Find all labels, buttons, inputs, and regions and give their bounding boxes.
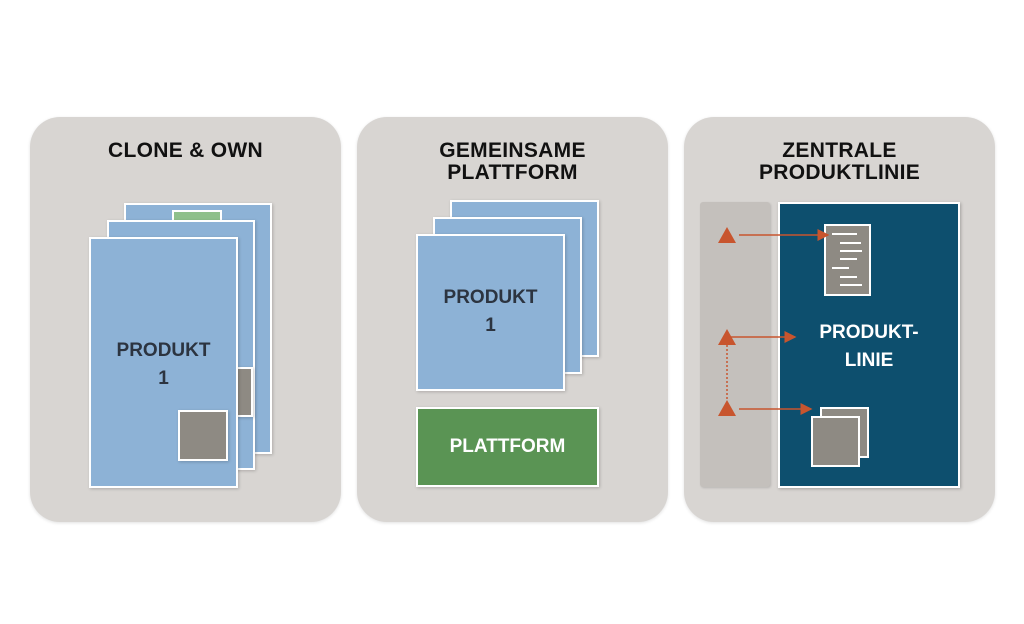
variant-triangle-icon bbox=[718, 227, 736, 243]
product-label: PRODUKT 1 bbox=[116, 340, 211, 389]
title-line: PLATTFORM bbox=[447, 161, 578, 184]
title-line: ZENTRALE bbox=[782, 139, 897, 162]
panel-title: GEMEINSAME PLATTFORM bbox=[357, 140, 668, 184]
asset-square bbox=[178, 410, 228, 461]
platform-box: PLATTFORM bbox=[416, 407, 599, 487]
title-line: GEMEINSAME bbox=[439, 139, 586, 162]
productline-label: PRODUKT- LINIE bbox=[819, 322, 919, 371]
panel-title: CLONE & OWN bbox=[30, 140, 341, 162]
panel-title: ZENTRALE PRODUKTLINIE bbox=[684, 140, 995, 184]
stacked-assets-icon bbox=[811, 407, 869, 467]
variant-triangle-icon bbox=[718, 329, 736, 345]
product-card-front: PRODUKT 1 bbox=[89, 237, 238, 488]
panel-shared-platform: GEMEINSAME PLATTFORM PRODUKT 1 PLATTFORM bbox=[357, 117, 668, 522]
variant-triangle-icon bbox=[718, 400, 736, 416]
panel-clone-and-own: CLONE & OWN PRODUKT 1 bbox=[30, 117, 341, 522]
title-line: CLONE & OWN bbox=[108, 139, 263, 162]
product-label: PRODUKT 1 bbox=[443, 287, 538, 336]
platform-label: PLATTFORM bbox=[449, 436, 566, 457]
title-line: PRODUKTLINIE bbox=[758, 161, 921, 184]
product-card-front: PRODUKT 1 bbox=[416, 234, 565, 391]
document-icon bbox=[824, 224, 871, 296]
